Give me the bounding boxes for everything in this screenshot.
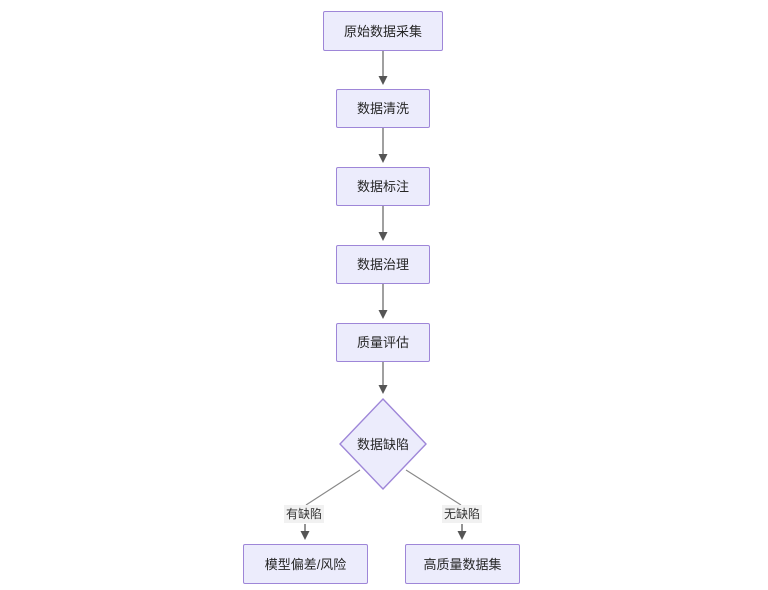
node-govern-label: 数据治理 <box>356 257 409 272</box>
node-defect-label-wrap: 数据缺陷 <box>339 398 427 490</box>
node-annotate[interactable]: 数据标注 <box>336 167 430 206</box>
node-collect-label: 原始数据采集 <box>343 23 422 39</box>
node-clean-label: 数据清洗 <box>356 101 409 116</box>
node-assess[interactable]: 质量评估 <box>336 323 430 362</box>
node-risk-label: 模型偏差/风险 <box>264 556 347 572</box>
edge-label-no-defect: 无缺陷 <box>441 505 483 523</box>
diamond-shape-icon <box>339 398 427 490</box>
node-quality[interactable]: 高质量数据集 <box>405 544 520 584</box>
node-defect-decision[interactable]: 数据缺陷 <box>339 398 427 490</box>
node-quality-label: 高质量数据集 <box>423 556 502 572</box>
node-clean[interactable]: 数据清洗 <box>336 89 430 128</box>
node-collect[interactable]: 原始数据采集 <box>323 11 443 51</box>
node-risk[interactable]: 模型偏差/风险 <box>243 544 368 584</box>
node-defect-label: 数据缺陷 <box>356 436 409 452</box>
node-govern[interactable]: 数据治理 <box>336 245 430 284</box>
edge-label-no-defect-text: 无缺陷 <box>443 507 481 521</box>
edge-label-has-defect: 有缺陷 <box>283 505 325 523</box>
node-annotate-label: 数据标注 <box>356 179 409 194</box>
edge-label-has-defect-text: 有缺陷 <box>285 507 323 521</box>
node-assess-label: 质量评估 <box>356 335 409 350</box>
